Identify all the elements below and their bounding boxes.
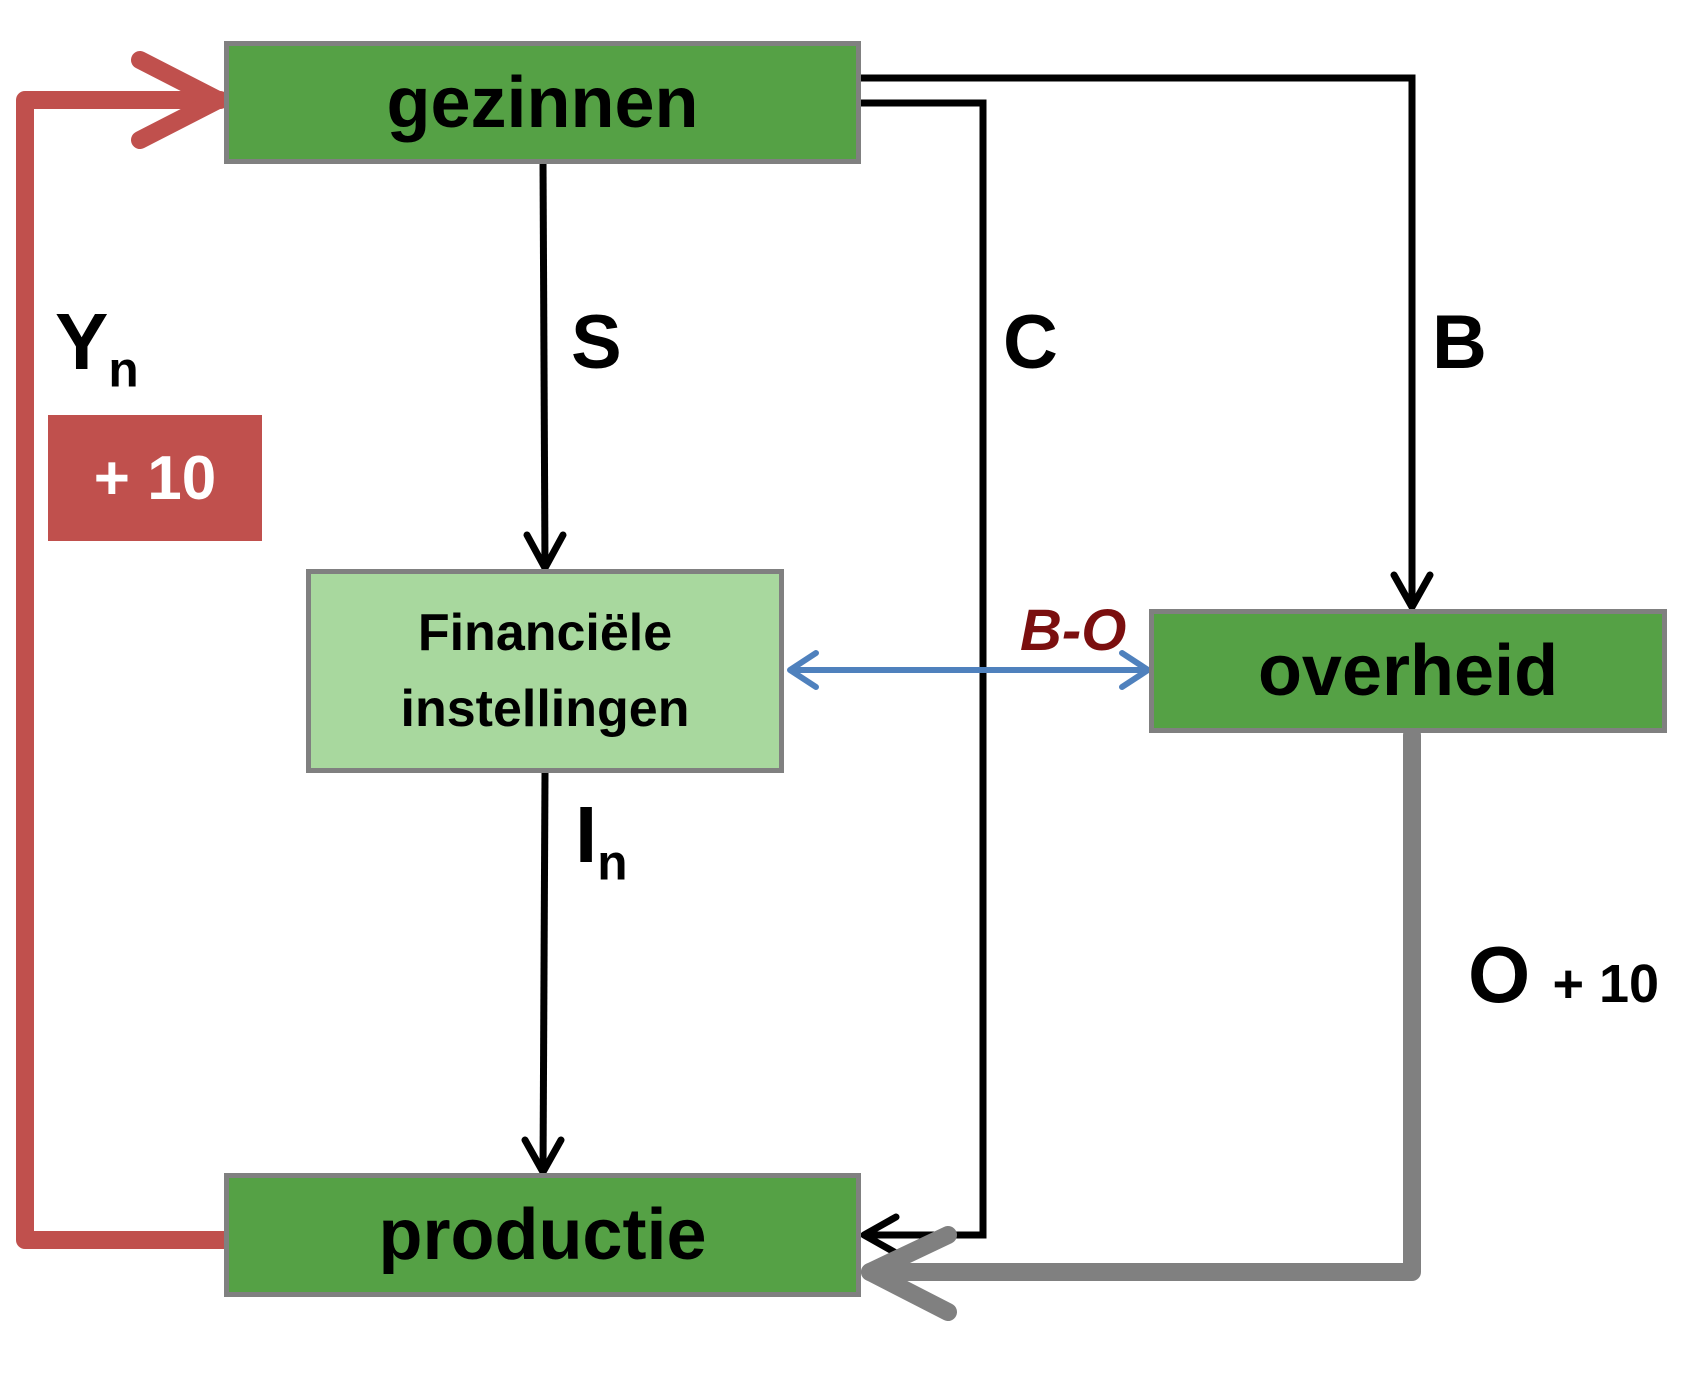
label-bo: B-O bbox=[1020, 602, 1126, 660]
label-in-sub: n bbox=[597, 834, 628, 891]
yn-change-badge: + 10 bbox=[48, 415, 262, 541]
label-o: O + 10 bbox=[1468, 935, 1659, 1015]
bo-arrowhead-left bbox=[787, 650, 819, 690]
label-yn-main: Y bbox=[55, 297, 109, 386]
yn-change-text: + 10 bbox=[93, 443, 217, 513]
node-productie-label: productie bbox=[378, 1195, 707, 1275]
node-gezinnen-label: gezinnen bbox=[386, 62, 699, 143]
c-arrowhead bbox=[860, 1213, 900, 1257]
label-o-main: O bbox=[1468, 930, 1531, 1019]
in-arrowhead bbox=[521, 1136, 565, 1176]
node-financiele-label-line2: instellingen bbox=[400, 680, 690, 738]
label-c-text: C bbox=[1003, 300, 1058, 385]
label-s-text: S bbox=[571, 300, 622, 385]
node-overheid: overheid bbox=[1149, 609, 1667, 733]
node-overheid-label: overheid bbox=[1257, 631, 1559, 711]
yn-arrowhead bbox=[131, 51, 227, 149]
label-c: C bbox=[1003, 305, 1058, 381]
s-flow-line bbox=[539, 159, 549, 569]
node-financiele-label-line1: Financiële bbox=[417, 604, 673, 662]
o-flow-line bbox=[861, 726, 1421, 1281]
node-gezinnen: gezinnen bbox=[224, 41, 861, 164]
label-o-change: + 10 bbox=[1552, 954, 1660, 1014]
label-in: In bbox=[575, 795, 628, 888]
label-bo-text: B-O bbox=[1020, 598, 1127, 663]
label-s: S bbox=[571, 305, 622, 381]
label-yn-sub: n bbox=[108, 341, 139, 398]
yn-flow-line bbox=[16, 91, 234, 1249]
label-b-text: B bbox=[1432, 300, 1487, 385]
b-flow-line bbox=[860, 74, 1416, 607]
bo-arrowhead-right bbox=[1119, 650, 1151, 690]
b-arrowhead bbox=[1390, 571, 1434, 611]
o-arrowhead bbox=[861, 1226, 957, 1321]
node-financiele-instellingen: Financiële instellingen bbox=[306, 569, 784, 773]
in-flow-line bbox=[539, 772, 549, 1173]
label-b: B bbox=[1432, 305, 1487, 381]
s-arrowhead bbox=[523, 531, 567, 572]
label-in-main: I bbox=[575, 790, 598, 879]
node-productie: productie bbox=[224, 1173, 861, 1297]
label-yn: Yn bbox=[55, 302, 139, 395]
